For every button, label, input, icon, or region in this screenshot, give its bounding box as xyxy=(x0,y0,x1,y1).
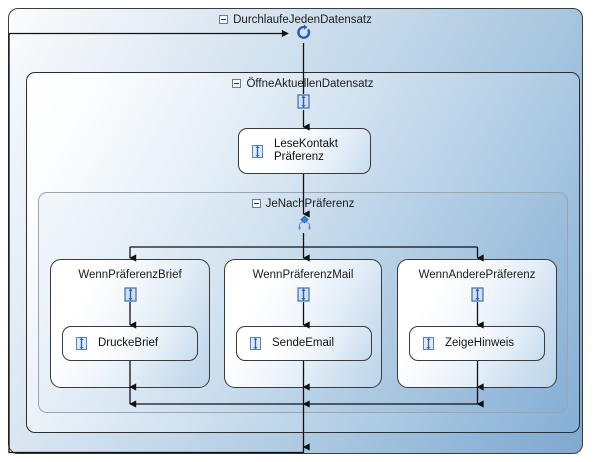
loop-icon xyxy=(295,24,313,47)
print-letter-activity[interactable]: DruckeBrief xyxy=(62,326,198,361)
sequence-icon xyxy=(421,336,436,351)
sequence-scope-header: ÖffneAktuellenDatensatz xyxy=(27,77,579,91)
branch-mail[interactable]: WennPräferenzMail xyxy=(224,259,382,388)
sequence-icon xyxy=(470,287,485,307)
sequence-scope-label: ÖffneAktuellenDatensatz xyxy=(246,78,374,90)
branch-letter[interactable]: WennPräferenzBrief xyxy=(50,259,210,388)
send-email-label: SendeEmail xyxy=(272,337,335,349)
root-scope-label: DurchlaufeJedenDatensatz xyxy=(233,14,372,26)
sequence-icon xyxy=(296,287,311,307)
read-contact-preference-label: LeseKontakt Präferenz xyxy=(274,138,338,163)
branch-other[interactable]: WennAnderePräferenz xyxy=(397,259,557,388)
show-notice-label: ZeigeHinweis xyxy=(445,337,515,349)
branch-letter-label: WennPräferenzBrief xyxy=(78,269,182,281)
read-contact-preference-activity[interactable]: LeseKontakt Präferenz xyxy=(238,128,371,174)
sequence-icon xyxy=(248,336,263,351)
sequence-icon xyxy=(74,336,89,351)
branch-other-label: WennAnderePräferenz xyxy=(418,269,536,281)
switch-scope-header: JeNachPräferenz xyxy=(39,197,567,211)
switch-scope-label: JeNachPräferenz xyxy=(265,198,355,210)
collapse-box-icon[interactable] xyxy=(219,14,229,24)
switch-icon xyxy=(295,215,314,238)
show-notice-activity[interactable]: ZeigeHinweis xyxy=(409,326,545,361)
sequence-icon xyxy=(123,287,138,307)
branch-letter-header: WennPräferenzBrief xyxy=(51,268,209,282)
collapse-box-icon[interactable] xyxy=(232,78,242,88)
root-scope-header: DurchlaufeJedenDatensatz xyxy=(9,13,582,27)
branch-other-header: WennAnderePräferenz xyxy=(398,268,556,282)
branch-mail-label: WennPräferenzMail xyxy=(252,269,354,281)
collapse-box-icon[interactable] xyxy=(251,198,261,208)
sequence-icon xyxy=(250,144,265,159)
branch-mail-header: WennPräferenzMail xyxy=(225,268,381,282)
print-letter-label: DruckeBrief xyxy=(98,337,159,349)
sequence-icon xyxy=(296,94,311,114)
send-email-activity[interactable]: SendeEmail xyxy=(236,326,372,361)
